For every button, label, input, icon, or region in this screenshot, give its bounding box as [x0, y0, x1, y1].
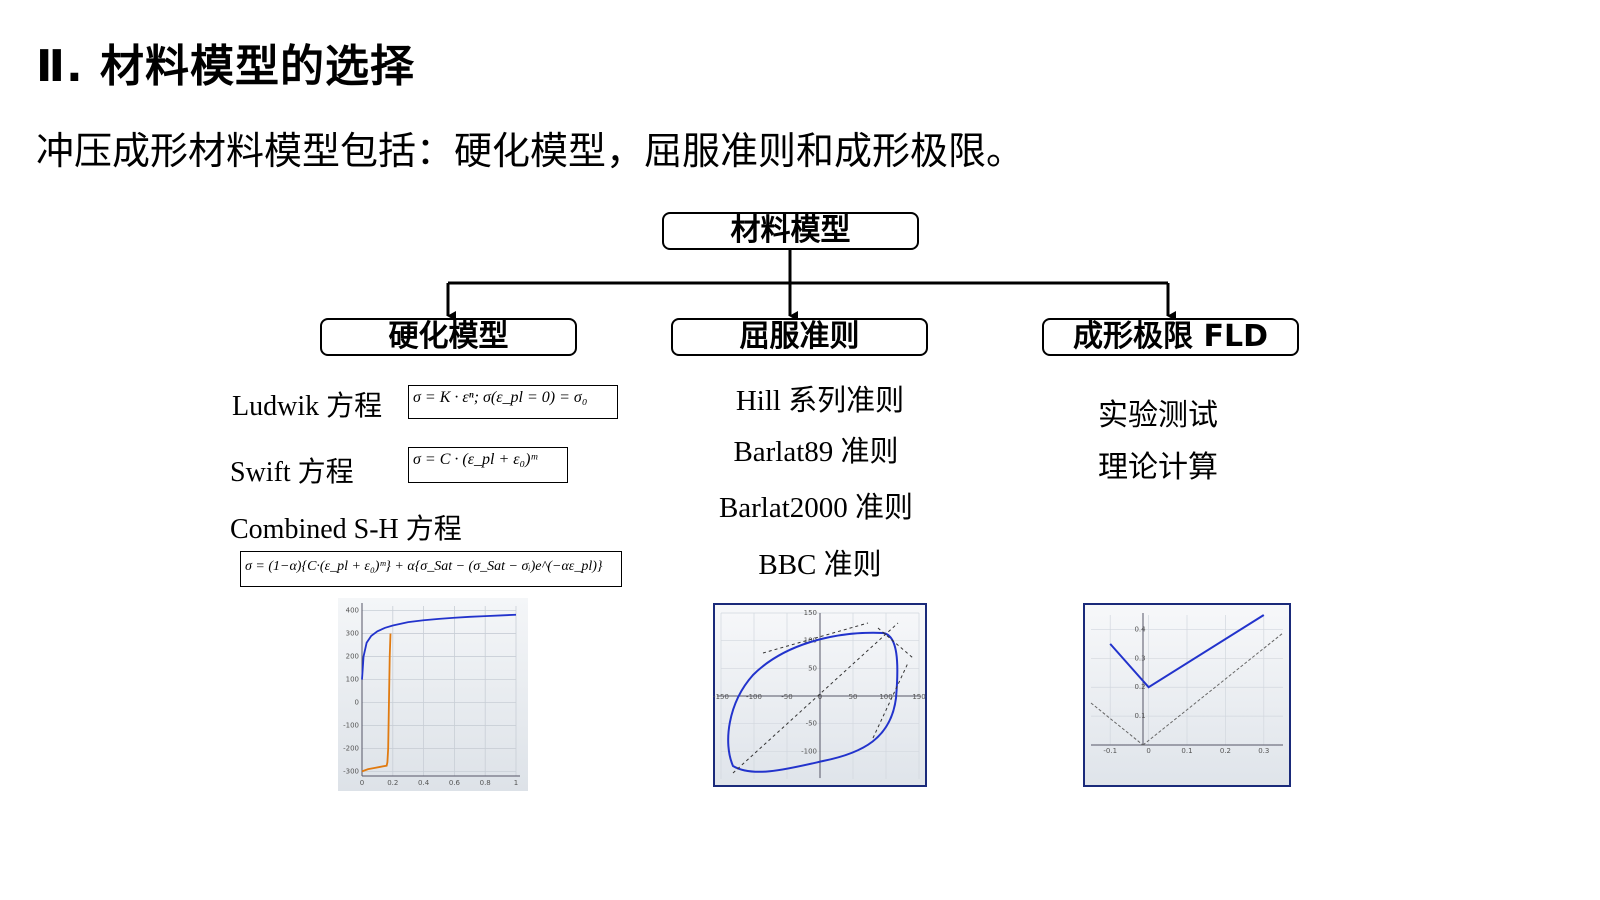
y-tick-label: 0.2 — [1134, 683, 1145, 691]
x-tick-label: 0.6 — [449, 779, 461, 787]
y-tick-label: 0.4 — [1134, 625, 1146, 633]
fld-curve — [1109, 614, 1265, 689]
y-tick-label: 100 — [346, 676, 359, 684]
y-tick-label: 100 — [804, 637, 817, 645]
hardening-curve-orange — [361, 633, 392, 773]
y-tick-label: 200 — [346, 653, 359, 661]
tangent-guide-top — [762, 622, 869, 654]
tree-node-yield: 屈服准则 — [671, 318, 928, 356]
x-tick-label: 0.4 — [418, 779, 430, 787]
slide-title: Ⅱ. 材料模型的选择 — [36, 41, 416, 92]
diagonal-guide — [732, 622, 899, 774]
x-tick-label: -150 — [713, 693, 729, 701]
x-tick-label: 0 — [818, 693, 822, 701]
slide-subtitle: 冲压成形材料模型包括：硬化模型，屈服准则和成形极限。 — [36, 129, 1025, 173]
x-tick-label: 100 — [879, 693, 892, 701]
x-tick-label: 0.8 — [480, 779, 491, 787]
tree-root-box: 材料模型 — [662, 212, 919, 250]
x-tick-label: 0.2 — [1220, 747, 1231, 755]
y-tick-label: -50 — [806, 720, 817, 728]
yield-criterion-hill: Hill 系列准则 — [735, 385, 905, 417]
x-tick-label: -100 — [746, 693, 762, 701]
x-tick-label: -50 — [781, 693, 792, 701]
x-tick-label: 0.2 — [387, 779, 398, 787]
fld-method-theory: 理论计算 — [1098, 450, 1218, 485]
y-tick-label: 150 — [804, 609, 817, 617]
tangent-guide-corner — [877, 627, 914, 659]
yield-locus-curve — [727, 631, 899, 773]
y-tick-label: -100 — [343, 721, 359, 729]
x-tick-label: 0 — [1146, 747, 1150, 755]
y-tick-label: -300 — [343, 767, 359, 775]
swift-formula: σ = C · (ε_pl + ε₀)ᵐ — [408, 447, 568, 483]
yield-criterion-bbc: BBC 准则 — [758, 549, 882, 581]
yield-criterion-barlat89: Barlat89 准则 — [733, 436, 899, 468]
fld-guide-left — [1090, 702, 1144, 746]
combined-formula: σ = (1−α){C·(ε_pl + ε₀)ᵐ} + α{σ_Sat − (σ… — [240, 551, 622, 587]
hardening-curve-blue — [361, 613, 517, 680]
y-tick-label: 50 — [808, 664, 817, 672]
x-tick-label: -0.1 — [1103, 747, 1117, 755]
ludwik-formula: σ = K · εⁿ; σ(ε_pl = 0) = σ₀ — [408, 385, 618, 419]
tree-node-hardening: 硬化模型 — [320, 318, 577, 356]
y-tick-label: 0.3 — [1134, 654, 1145, 662]
ludwik-label: Ludwik 方程 — [232, 391, 383, 422]
x-tick-label: 50 — [849, 693, 858, 701]
x-tick-label: 0.3 — [1258, 747, 1269, 755]
combined-label: Combined S-H 方程 — [230, 514, 462, 545]
yield-criterion-barlat2000: Barlat2000 准则 — [718, 492, 914, 524]
yield-surface-chart: -150 -100 -50 0 50 100 150 150 100 50 -50 -100 — [713, 603, 927, 787]
y-tick-label: -100 — [801, 747, 817, 755]
swift-label: Swift 方程 — [230, 457, 354, 488]
y-tick-label: 300 — [346, 630, 359, 638]
x-tick-label: 0 — [360, 779, 364, 787]
tangent-guide-right — [872, 662, 909, 739]
fld-method-experiment: 实验测试 — [1098, 398, 1218, 433]
x-tick-label: 150 — [912, 693, 925, 701]
fld-chart: -0.1 0 0.1 0.2 0.3 0.4 0.3 0.2 0.1 — [1083, 603, 1291, 787]
y-tick-label: -200 — [343, 744, 359, 752]
tree-node-fld: 成形极限 FLD — [1042, 318, 1299, 356]
x-tick-label: 0.1 — [1181, 747, 1192, 755]
y-tick-label: 400 — [346, 607, 359, 615]
y-tick-label: 0 — [355, 698, 359, 706]
x-tick-label: 1 — [514, 779, 518, 787]
y-tick-label: 0.1 — [1134, 712, 1145, 720]
